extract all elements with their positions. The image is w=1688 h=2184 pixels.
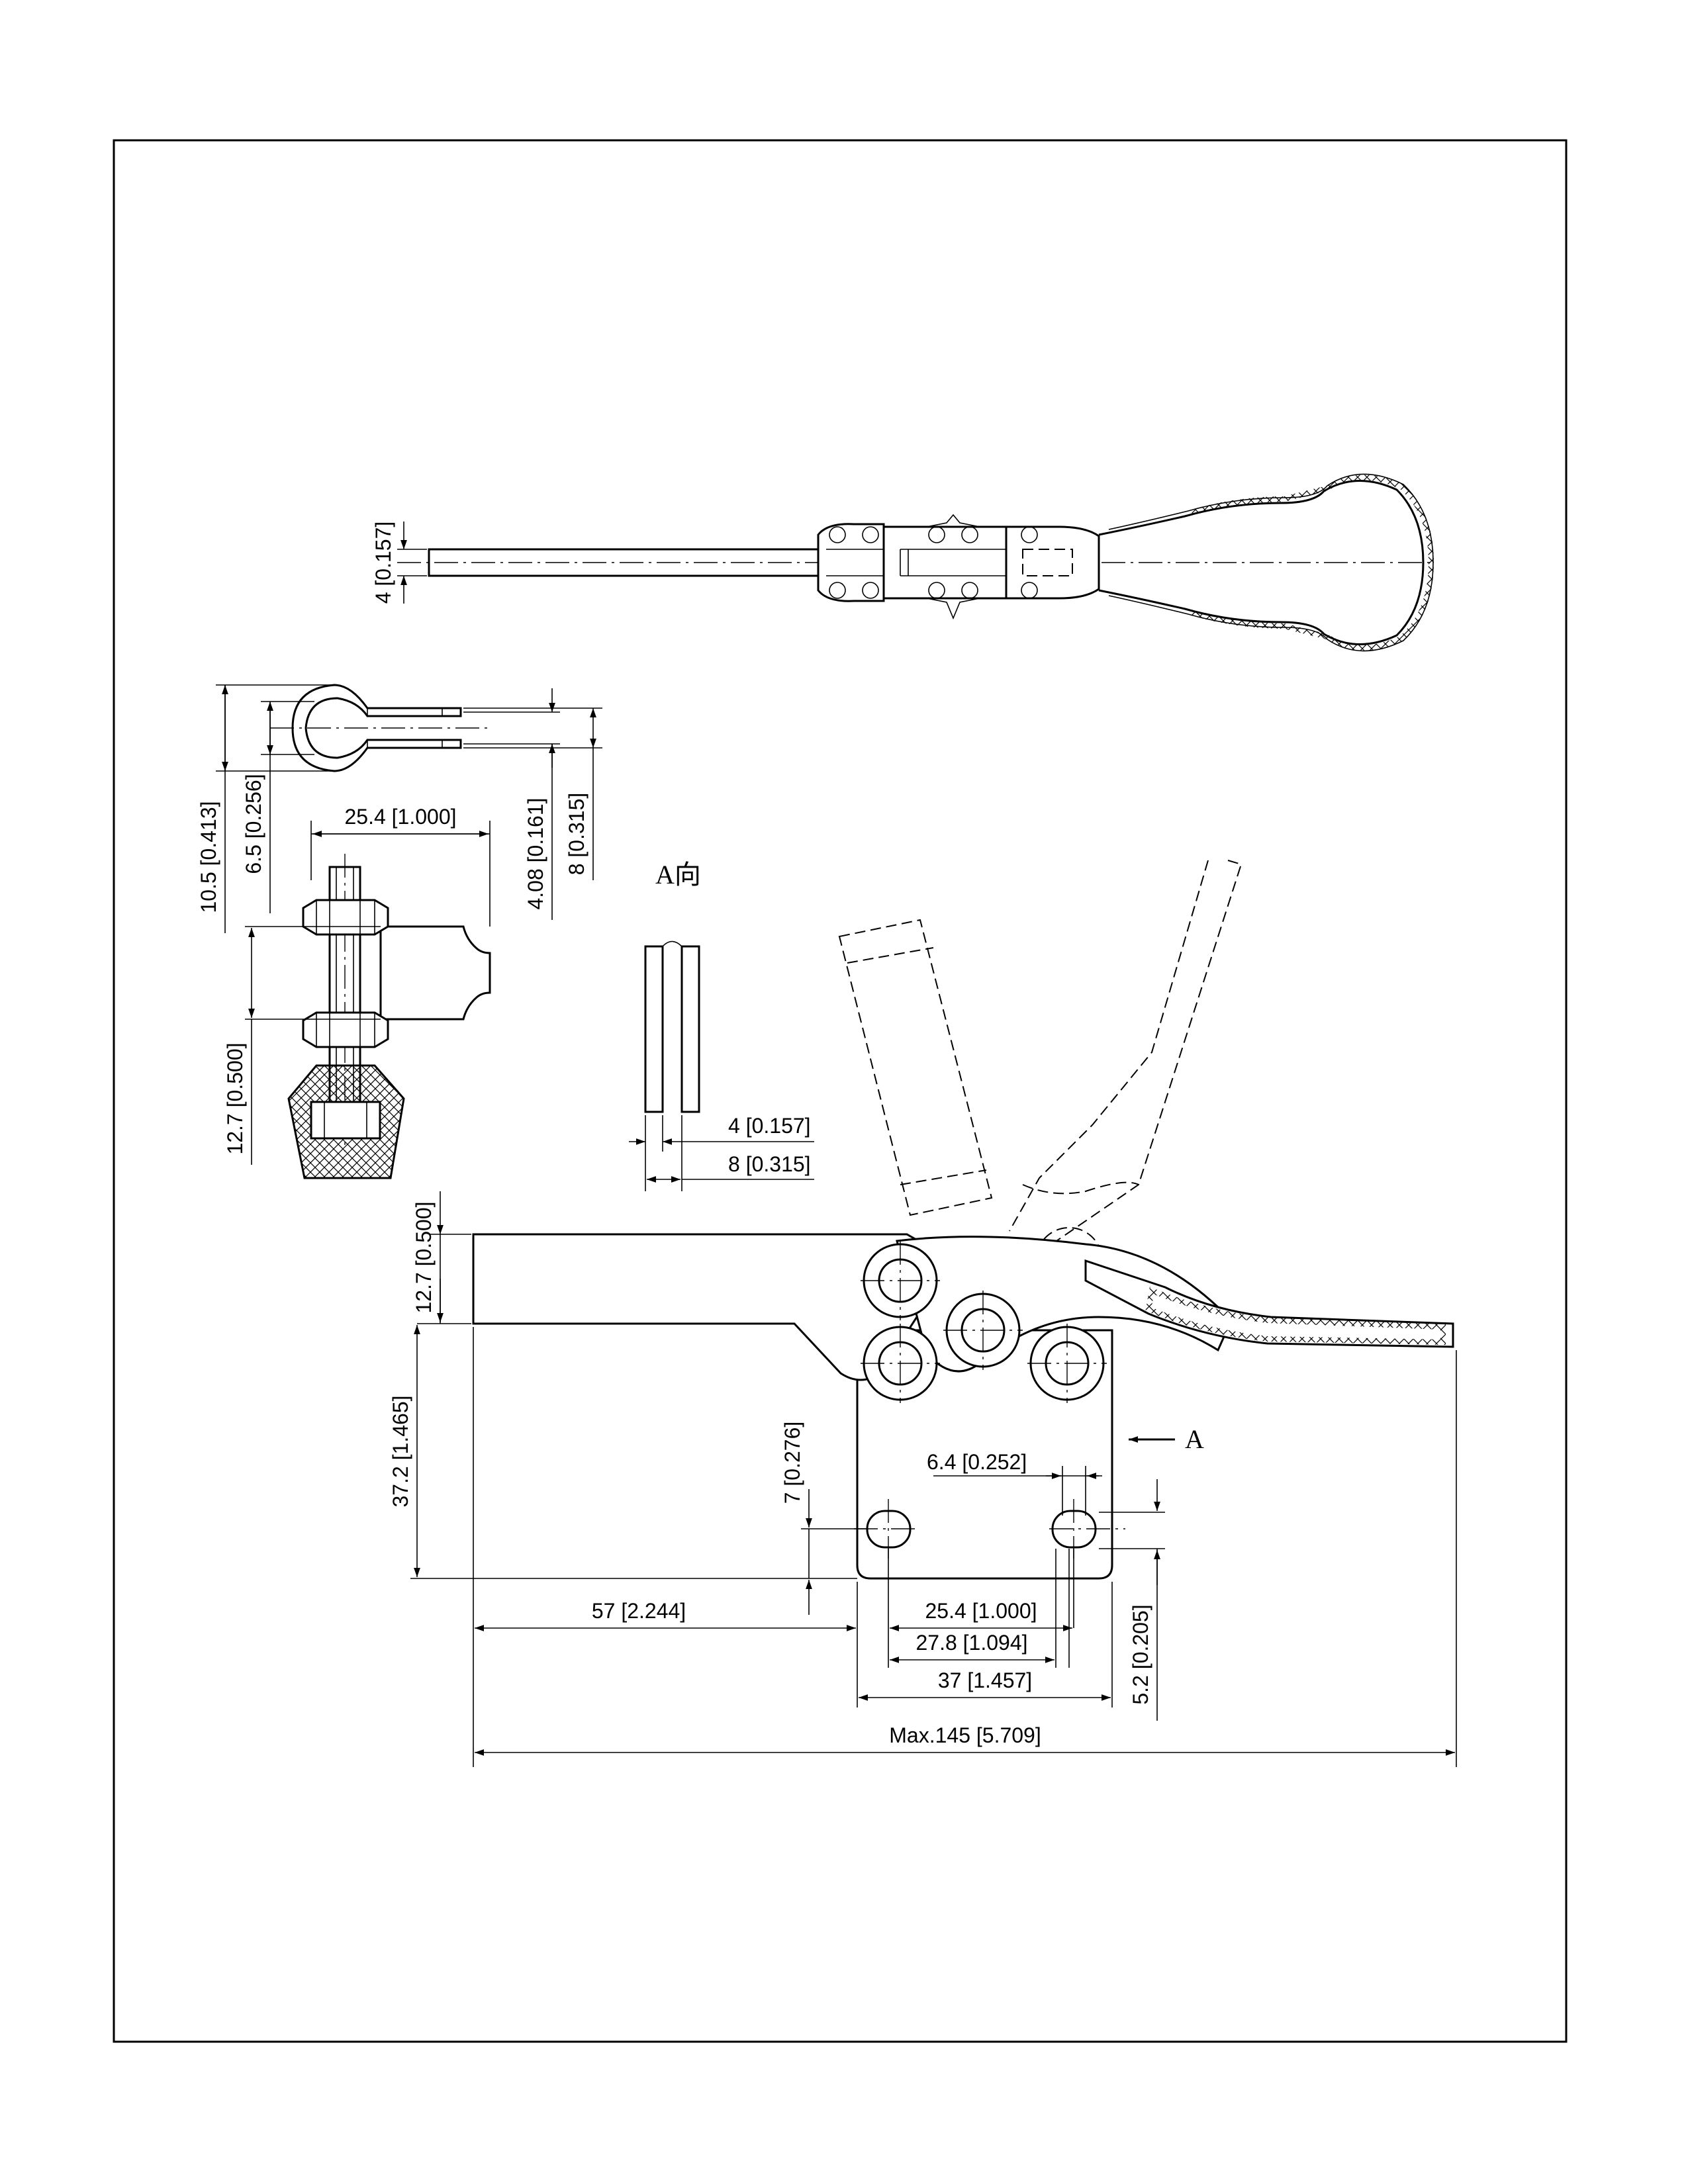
spindle-detail: 25.4 [1.000] 12.7 [0.500] bbox=[223, 805, 491, 1179]
side-view: A 12.7 [0.500] 37.2 [1.465] 7 [0.276] 6.… bbox=[389, 860, 1457, 1767]
dim-bar-thickness: 4 [0.157] bbox=[728, 1114, 811, 1138]
view-a-detail: A向 4 [0.157] 8 [0.315] bbox=[629, 860, 814, 1191]
dim-spindle-height: 12.7 [0.500] bbox=[223, 1042, 247, 1154]
dim-hole-height: 7 [0.276] bbox=[780, 1422, 804, 1504]
top-view: 4 [0.157] bbox=[371, 473, 1434, 652]
view-arrow-label: A bbox=[1185, 1424, 1204, 1454]
dim-spindle-length: 25.4 [1.000] bbox=[344, 805, 456, 829]
dim-fork-width: 8 [0.315] bbox=[565, 793, 588, 876]
dim-fork-slot: 4.08 [0.161] bbox=[524, 797, 547, 909]
dim-arm-height: 12.7 [0.500] bbox=[412, 1201, 436, 1313]
dim-hole-outer: 27.8 [1.094] bbox=[915, 1631, 1027, 1655]
dim-fork-ring: 6.5 [0.256] bbox=[242, 774, 265, 874]
dim-hole-centers: 25.4 [1.000] bbox=[925, 1599, 1037, 1623]
dim-base-height: 37.2 [1.465] bbox=[389, 1395, 412, 1507]
dim-fork-overall: 10.5 [0.413] bbox=[197, 801, 220, 913]
dim-reach: 57 [2.244] bbox=[592, 1599, 686, 1623]
dim-bar-width: 8 [0.315] bbox=[728, 1152, 811, 1176]
dim-hole-edge: 5.2 [0.205] bbox=[1129, 1604, 1152, 1704]
dim-base-width: 37 [1.457] bbox=[938, 1668, 1032, 1692]
view-a-label: A向 bbox=[655, 860, 701, 889]
fork-detail: 10.5 [0.413] 6.5 [0.256] 4.08 [0.161] 8 … bbox=[197, 684, 602, 933]
dim-top-thickness: 4 [0.157] bbox=[371, 522, 395, 604]
dim-total-length: Max.145 [5.709] bbox=[889, 1723, 1041, 1747]
drawing-border bbox=[113, 139, 1568, 2043]
dim-slot-width: 6.4 [0.252] bbox=[927, 1450, 1027, 1474]
